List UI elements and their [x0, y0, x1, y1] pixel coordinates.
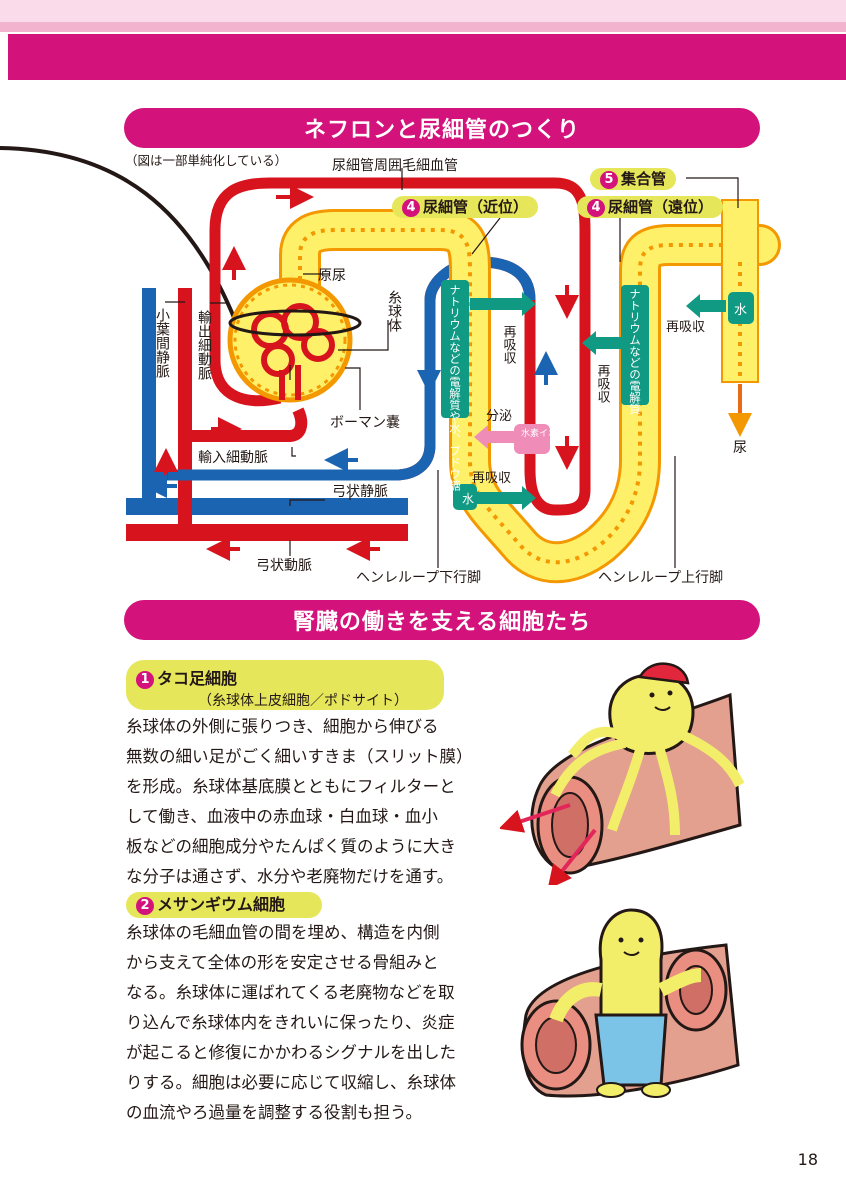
- collecting-duct-label: 集合管: [621, 170, 667, 188]
- label-loop-reabsorption: 再吸収: [472, 471, 511, 486]
- label-glomerulus: 糸球体: [386, 290, 402, 332]
- label-afferent-arteriole: 輸入細動脈: [198, 450, 268, 466]
- header-band-mid: [0, 22, 846, 32]
- blue-flow-arrows: [143, 351, 558, 498]
- podocyte-line: して働き、血液中の赤血球・白血球・血小: [126, 807, 438, 826]
- bowman-capsule-dots: [233, 283, 347, 397]
- glomerulus-loops: [251, 303, 335, 400]
- label-proximal-reabsorption: 再吸収: [501, 325, 517, 364]
- label-efferent-arteriole: 輸出細動脈: [196, 310, 212, 381]
- label-distal-substances: ナトリウムなどの電解質: [628, 288, 642, 415]
- label-primary-urine: 原尿: [318, 268, 346, 284]
- label-ascending-limb: ヘンレループ上行脚: [598, 570, 723, 586]
- label-loop-water: 水: [462, 492, 474, 506]
- tubule-fill: [282, 212, 778, 581]
- mesangial-line: が起こると修復にかかわるシグナルを出した: [126, 1043, 456, 1062]
- glomerulus-ring: [228, 309, 362, 337]
- label-hydrogen-ion: 水素イオン: [521, 427, 566, 439]
- podocyte-line: 板などの細胞成分やたんぱく質のように大き: [126, 837, 456, 856]
- proximal-number: 4: [402, 199, 420, 217]
- peritubular-capillary-blue: [156, 256, 536, 481]
- mesangial-illustration: [520, 908, 740, 1098]
- collecting-duct-number: 5: [600, 171, 618, 189]
- label-interlobular-vein: 小葉間静脈: [154, 308, 170, 379]
- mesangial-line: の血流やろ過量を調整する役割も担う。: [126, 1103, 423, 1122]
- afferent-arteriole: [192, 407, 308, 442]
- podocyte-line: 無数の細い足がごく細いすきま（スリット膜）: [126, 747, 473, 766]
- proximal-substance-box: [441, 280, 469, 418]
- section-title-nephron: ネフロンと尿細管のつくり: [124, 108, 760, 148]
- podocyte-title: タコ足細胞: [157, 669, 238, 688]
- podocyte-number: 1: [136, 671, 154, 689]
- mesangial-line: なる。糸球体に運ばれてくる老廃物などを取: [126, 983, 455, 1002]
- page-number: 18: [797, 1150, 818, 1169]
- header-band: [8, 34, 846, 80]
- label-collecting-water: 水: [734, 303, 747, 318]
- distal-substance-box: [621, 285, 649, 405]
- label-descending-limb: ヘンレループ下行脚: [356, 570, 481, 586]
- mesangial-line: 糸球体の毛細血管の間を埋め、構造を内側: [126, 923, 440, 942]
- mesangial-line: から支えて全体の形を安定させる骨組みと: [126, 953, 439, 972]
- hydrogen-ion-box: [514, 424, 550, 454]
- mesangial-number: 2: [136, 897, 154, 915]
- mesangial-description: 糸球体の毛細血管の間を埋め、構造を内側 から支えて全体の形を安定させる骨組みと …: [126, 918, 496, 1128]
- label-collecting-reabsorption: 再吸収: [666, 320, 705, 335]
- label-proximal-substances: ナトリウムなどの電解質や水、ブドウ糖: [448, 284, 462, 492]
- podocyte-description: 糸球体の外側に張りつき、細胞から伸びる 無数の細い足がごく細いすきま（スリット膜…: [126, 712, 496, 892]
- label-peritubular-capillary: 尿細管周囲毛細血管: [332, 158, 458, 174]
- distal-tubule-label: 尿細管（遠位）: [608, 198, 714, 216]
- leader-lines: [165, 168, 739, 568]
- collecting-water-box: [728, 292, 754, 324]
- bowman-capsule: [227, 277, 353, 403]
- interlobular-artery: [178, 288, 192, 524]
- mesangial-title: メサンギウム細胞: [157, 895, 286, 914]
- interlobular-vein: [142, 288, 156, 500]
- label-arcuate-vein: 弓状静脈: [332, 484, 388, 500]
- podocyte-subtitle: （糸球体上皮細胞／ポドサイト）: [198, 693, 408, 709]
- diagram-note: （図は一部単純化している）: [125, 153, 287, 168]
- podocyte-line: 糸球体の外側に張りつき、細胞から伸びる: [126, 717, 439, 736]
- podocyte-line: を形成。糸球体基底膜とともにフィルターと: [126, 777, 456, 796]
- label-arcuate-artery: 弓状動脈: [256, 558, 312, 574]
- arcuate-artery: [126, 524, 408, 541]
- mesangial-line: り込んで糸球体内をきれいに保ったり、炎症: [126, 1013, 455, 1032]
- distal-number: 4: [587, 199, 605, 217]
- arcuate-vein: [126, 498, 408, 515]
- label-secretion: 分泌: [486, 409, 512, 424]
- label-distal-reabsorption: 再吸収: [595, 364, 611, 403]
- label-urine: 尿: [733, 440, 747, 456]
- section-title-cells: 腎臓の働きを支える細胞たち: [124, 600, 760, 640]
- podocyte-illustration: [500, 662, 745, 885]
- mesangial-line: りする。細胞は必要に応じて収縮し、糸球体: [126, 1073, 456, 1092]
- proximal-tubule-label: 尿細管（近位）: [423, 198, 529, 216]
- loop-water-box: [453, 484, 477, 510]
- wire-line: [0, 146, 237, 321]
- label-bowman-capsule: ボーマン嚢: [330, 415, 400, 431]
- collecting-duct: [721, 199, 759, 383]
- header-band-light: [0, 0, 846, 22]
- podocyte-line: な分子は通さず、水分や老廃物だけを通す。: [126, 867, 454, 886]
